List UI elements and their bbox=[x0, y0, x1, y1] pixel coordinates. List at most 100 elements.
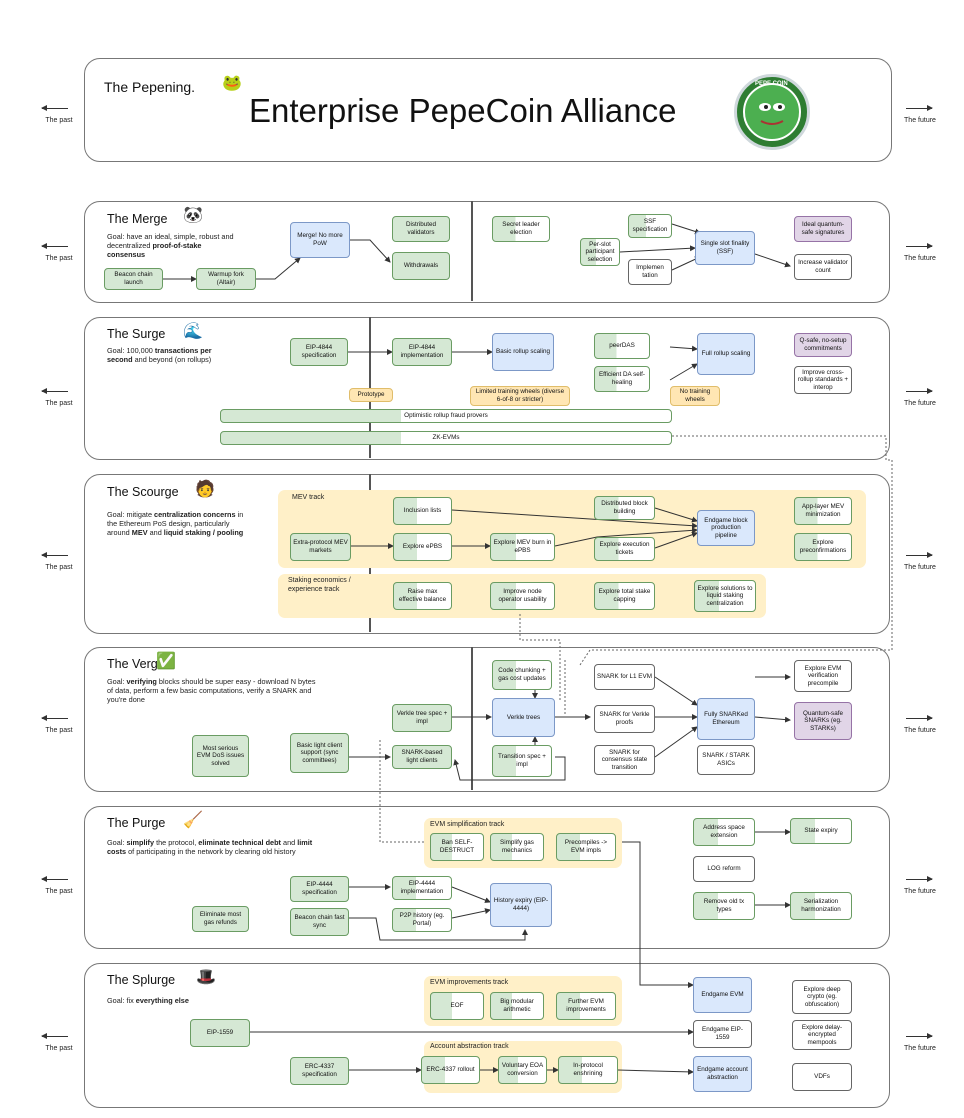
surge-box-optimistic[interactable]: Optimistic rollup fraud provers bbox=[220, 409, 672, 423]
splurge-goal: Goal: fix everything else bbox=[107, 996, 189, 1005]
verge-box-chunking[interactable]: Code chunking + gas cost updates bbox=[492, 660, 552, 690]
merge-box-quantum[interactable]: Ideal quantum-safe signatures bbox=[794, 216, 852, 242]
scourge-box-extra[interactable]: Extra-protocol MEV markets bbox=[290, 533, 351, 561]
purge-box-eip4444impl[interactable]: EIP-4444 implementation bbox=[392, 876, 452, 900]
evm-simplification-track-label: EVM simplification track bbox=[430, 821, 505, 828]
surge-box-notraining[interactable]: No training wheels bbox=[670, 386, 720, 406]
scourge-box-exectickets[interactable]: Explore execution tickets bbox=[594, 537, 655, 561]
merge-box-distributed[interactable]: Distributed validators bbox=[392, 216, 450, 242]
future-label: The future bbox=[904, 888, 936, 895]
scourge-box-liquid[interactable]: Explore solutions to liquid staking cent… bbox=[694, 580, 756, 612]
merge-box-secret[interactable]: Secret leader election bbox=[492, 216, 550, 242]
verge-box-dos[interactable]: Most serious EVM DoS issues solved bbox=[192, 735, 249, 777]
scourge-box-inclusion[interactable]: Inclusion lists bbox=[393, 497, 452, 525]
checkmark-icon: ✅ bbox=[156, 653, 176, 670]
merge-box-beacon[interactable]: Beacon chain launch bbox=[104, 268, 163, 290]
purge-box-eip4444spec[interactable]: EIP-4444 specification bbox=[290, 876, 349, 902]
merge-box-ssf-spec[interactable]: SSF specification bbox=[628, 214, 672, 238]
purge-box-stateexpiry[interactable]: State expiry bbox=[790, 818, 852, 844]
future-arrow bbox=[906, 1033, 933, 1039]
purge-box-simplifygas[interactable]: Simplify gas mechanics bbox=[490, 833, 544, 861]
mev-track-bg bbox=[278, 490, 866, 568]
splurge-box-delaymem[interactable]: Explore delay-encrypted mempools bbox=[792, 1020, 852, 1050]
surge-box-zkevm[interactable]: ZK-EVMs bbox=[220, 431, 672, 445]
scourge-box-applayer[interactable]: App-layer MEV minimization bbox=[794, 497, 852, 525]
verge-box-snark-light[interactable]: SNARK-based light clients bbox=[392, 745, 452, 769]
surge-box-prototype[interactable]: Prototype bbox=[349, 388, 393, 402]
verge-box-lightclient[interactable]: Basic light client support (sync committ… bbox=[290, 733, 349, 773]
merge-box-implementation[interactable]: Implemen tation bbox=[628, 259, 672, 285]
header-subtitle: The Pepening. bbox=[104, 79, 196, 95]
scourge-box-mevburn[interactable]: Explore MEV burn in ePBS bbox=[490, 533, 555, 561]
purge-box-selfdestruct[interactable]: Ban SELF-DESTRUCT bbox=[430, 833, 484, 861]
purge-box-logreform[interactable]: LOG reform bbox=[693, 856, 755, 882]
splurge-box-eip1559[interactable]: EIP-1559 bbox=[190, 1019, 250, 1047]
splurge-box-eof[interactable]: EOF bbox=[430, 992, 484, 1020]
verge-box-qsnark[interactable]: Quantum-safe SNARKs (eg. STARKs) bbox=[794, 702, 852, 740]
verge-box-snark-verkle[interactable]: SNARK for Verkle proofs bbox=[594, 705, 655, 733]
staking-track-label: Staking economics / experience track bbox=[288, 577, 351, 593]
past-arrow bbox=[41, 243, 68, 249]
purge-box-gasrefunds[interactable]: Eliminate most gas refunds bbox=[192, 906, 249, 932]
splurge-box-end1559[interactable]: Endgame EIP-1559 bbox=[693, 1020, 752, 1048]
evm-improvements-track-label: EVM improvements track bbox=[430, 979, 509, 986]
merge-goal: Goal: have an ideal, simple, robust and … bbox=[107, 232, 234, 259]
splurge-box-inprotocol[interactable]: In-protocol enshrining bbox=[558, 1056, 618, 1084]
splurge-box-endaa[interactable]: Endgame account abstraction bbox=[693, 1056, 752, 1092]
splurge-box-erc4337roll[interactable]: ERC-4337 rollout bbox=[421, 1056, 480, 1084]
verge-box-transition[interactable]: Transition spec + impl bbox=[492, 745, 552, 777]
verge-box-snark-consensus[interactable]: SNARK for consensus state transition bbox=[594, 745, 655, 775]
scourge-box-capping[interactable]: Explore total stake capping bbox=[594, 582, 655, 610]
purge-box-p2p[interactable]: P2P history (eg. Portal) bbox=[392, 908, 452, 932]
surge-box-full[interactable]: Full rollup scaling bbox=[697, 333, 755, 375]
purge-box-serialization[interactable]: Serialization harmonization bbox=[790, 892, 852, 920]
logo-text: PEPE COIN bbox=[755, 81, 788, 87]
splurge-box-erc4337spec[interactable]: ERC-4337 specification bbox=[290, 1057, 349, 1085]
scourge-box-epbs[interactable]: Explore ePBS bbox=[393, 533, 452, 561]
verge-box-fully[interactable]: Fully SNARKed Ethereum bbox=[697, 698, 755, 740]
splurge-box-deepcrypto[interactable]: Explore deep crypto (eg. obfuscation) bbox=[792, 980, 852, 1014]
splurge-box-voluntary[interactable]: Voluntary EOA conversion bbox=[498, 1056, 547, 1084]
splurge-box-modular[interactable]: Big modular arithmetic bbox=[490, 992, 544, 1020]
surge-box-qsafe[interactable]: Q-safe, no-setup commitments bbox=[794, 333, 852, 357]
scourge-box-distblock[interactable]: Distributed block building bbox=[594, 496, 655, 520]
account-abstraction-track-label: Account abstraction track bbox=[430, 1043, 509, 1050]
splurge-box-vdfs[interactable]: VDFs bbox=[792, 1063, 852, 1091]
surge-box-eip-spec[interactable]: EIP-4844 specification bbox=[290, 338, 348, 366]
verge-box-snark-asic[interactable]: SNARK / STARK ASICs bbox=[697, 745, 755, 775]
merge-box-increase[interactable]: Increase validator count bbox=[794, 254, 852, 280]
purge-box-history[interactable]: History expiry (EIP-4444) bbox=[490, 883, 552, 927]
merge-box-merge[interactable]: Merge! No more PoW bbox=[290, 222, 350, 258]
surge-box-efficient[interactable]: Efficient DA self-healing bbox=[594, 366, 650, 392]
face-icon: 🧑 bbox=[195, 481, 215, 498]
past-label: The past bbox=[45, 400, 73, 407]
past-arrow bbox=[41, 388, 68, 394]
surge-box-basic[interactable]: Basic rollup scaling bbox=[492, 333, 554, 371]
verge-box-verkle[interactable]: Verkle trees bbox=[492, 698, 555, 737]
verge-box-snark-l1[interactable]: SNARK for L1 EVM bbox=[594, 664, 655, 690]
verge-box-verkle-spec[interactable]: Verkle tree spec + impl bbox=[392, 704, 452, 732]
scourge-title: The Scourge bbox=[107, 485, 179, 499]
scourge-box-preconf[interactable]: Explore preconfirmations bbox=[794, 533, 852, 561]
purge-box-beaconsync[interactable]: Beacon chain fast sync bbox=[290, 908, 349, 936]
merge-box-ssf[interactable]: Single slot finality (SSF) bbox=[695, 231, 755, 265]
merge-box-withdrawals[interactable]: Withdrawals bbox=[392, 252, 450, 280]
purge-box-addrspace[interactable]: Address space extension bbox=[693, 818, 755, 846]
surge-box-limited[interactable]: Limited training wheels (diverse 6-of-8 … bbox=[470, 386, 570, 406]
scourge-box-endgame[interactable]: Endgame block production pipeline bbox=[697, 510, 755, 546]
purge-box-precompiles[interactable]: Precompiles -> EVM impls bbox=[556, 833, 616, 861]
merge-box-per-slot[interactable]: Per-slot participant selection bbox=[580, 238, 620, 266]
splurge-box-further[interactable]: Further EVM improvements bbox=[556, 992, 616, 1020]
surge-box-peerdas[interactable]: peerDAS bbox=[594, 333, 650, 359]
purge-box-removetx[interactable]: Remove old tx types bbox=[693, 892, 755, 920]
future-label: The future bbox=[904, 727, 936, 734]
scourge-box-nodeop[interactable]: Improve node operator usability bbox=[490, 582, 555, 610]
surge-box-cross[interactable]: Improve cross-rollup standards + interop bbox=[794, 366, 852, 394]
surge-box-eip-impl[interactable]: EIP-4844 implementation bbox=[392, 338, 452, 366]
scourge-box-raisemax[interactable]: Raise max effective balance bbox=[393, 582, 452, 610]
future-label: The future bbox=[904, 564, 936, 571]
merge-box-warmup[interactable]: Warmup fork (Altair) bbox=[196, 268, 256, 290]
verge-box-evm-precompile[interactable]: Explore EVM verification precompile bbox=[794, 660, 852, 692]
surge-goal: Goal: 100,000 transactions per second an… bbox=[107, 346, 212, 364]
splurge-box-endevm[interactable]: Endgame EVM bbox=[693, 977, 752, 1013]
